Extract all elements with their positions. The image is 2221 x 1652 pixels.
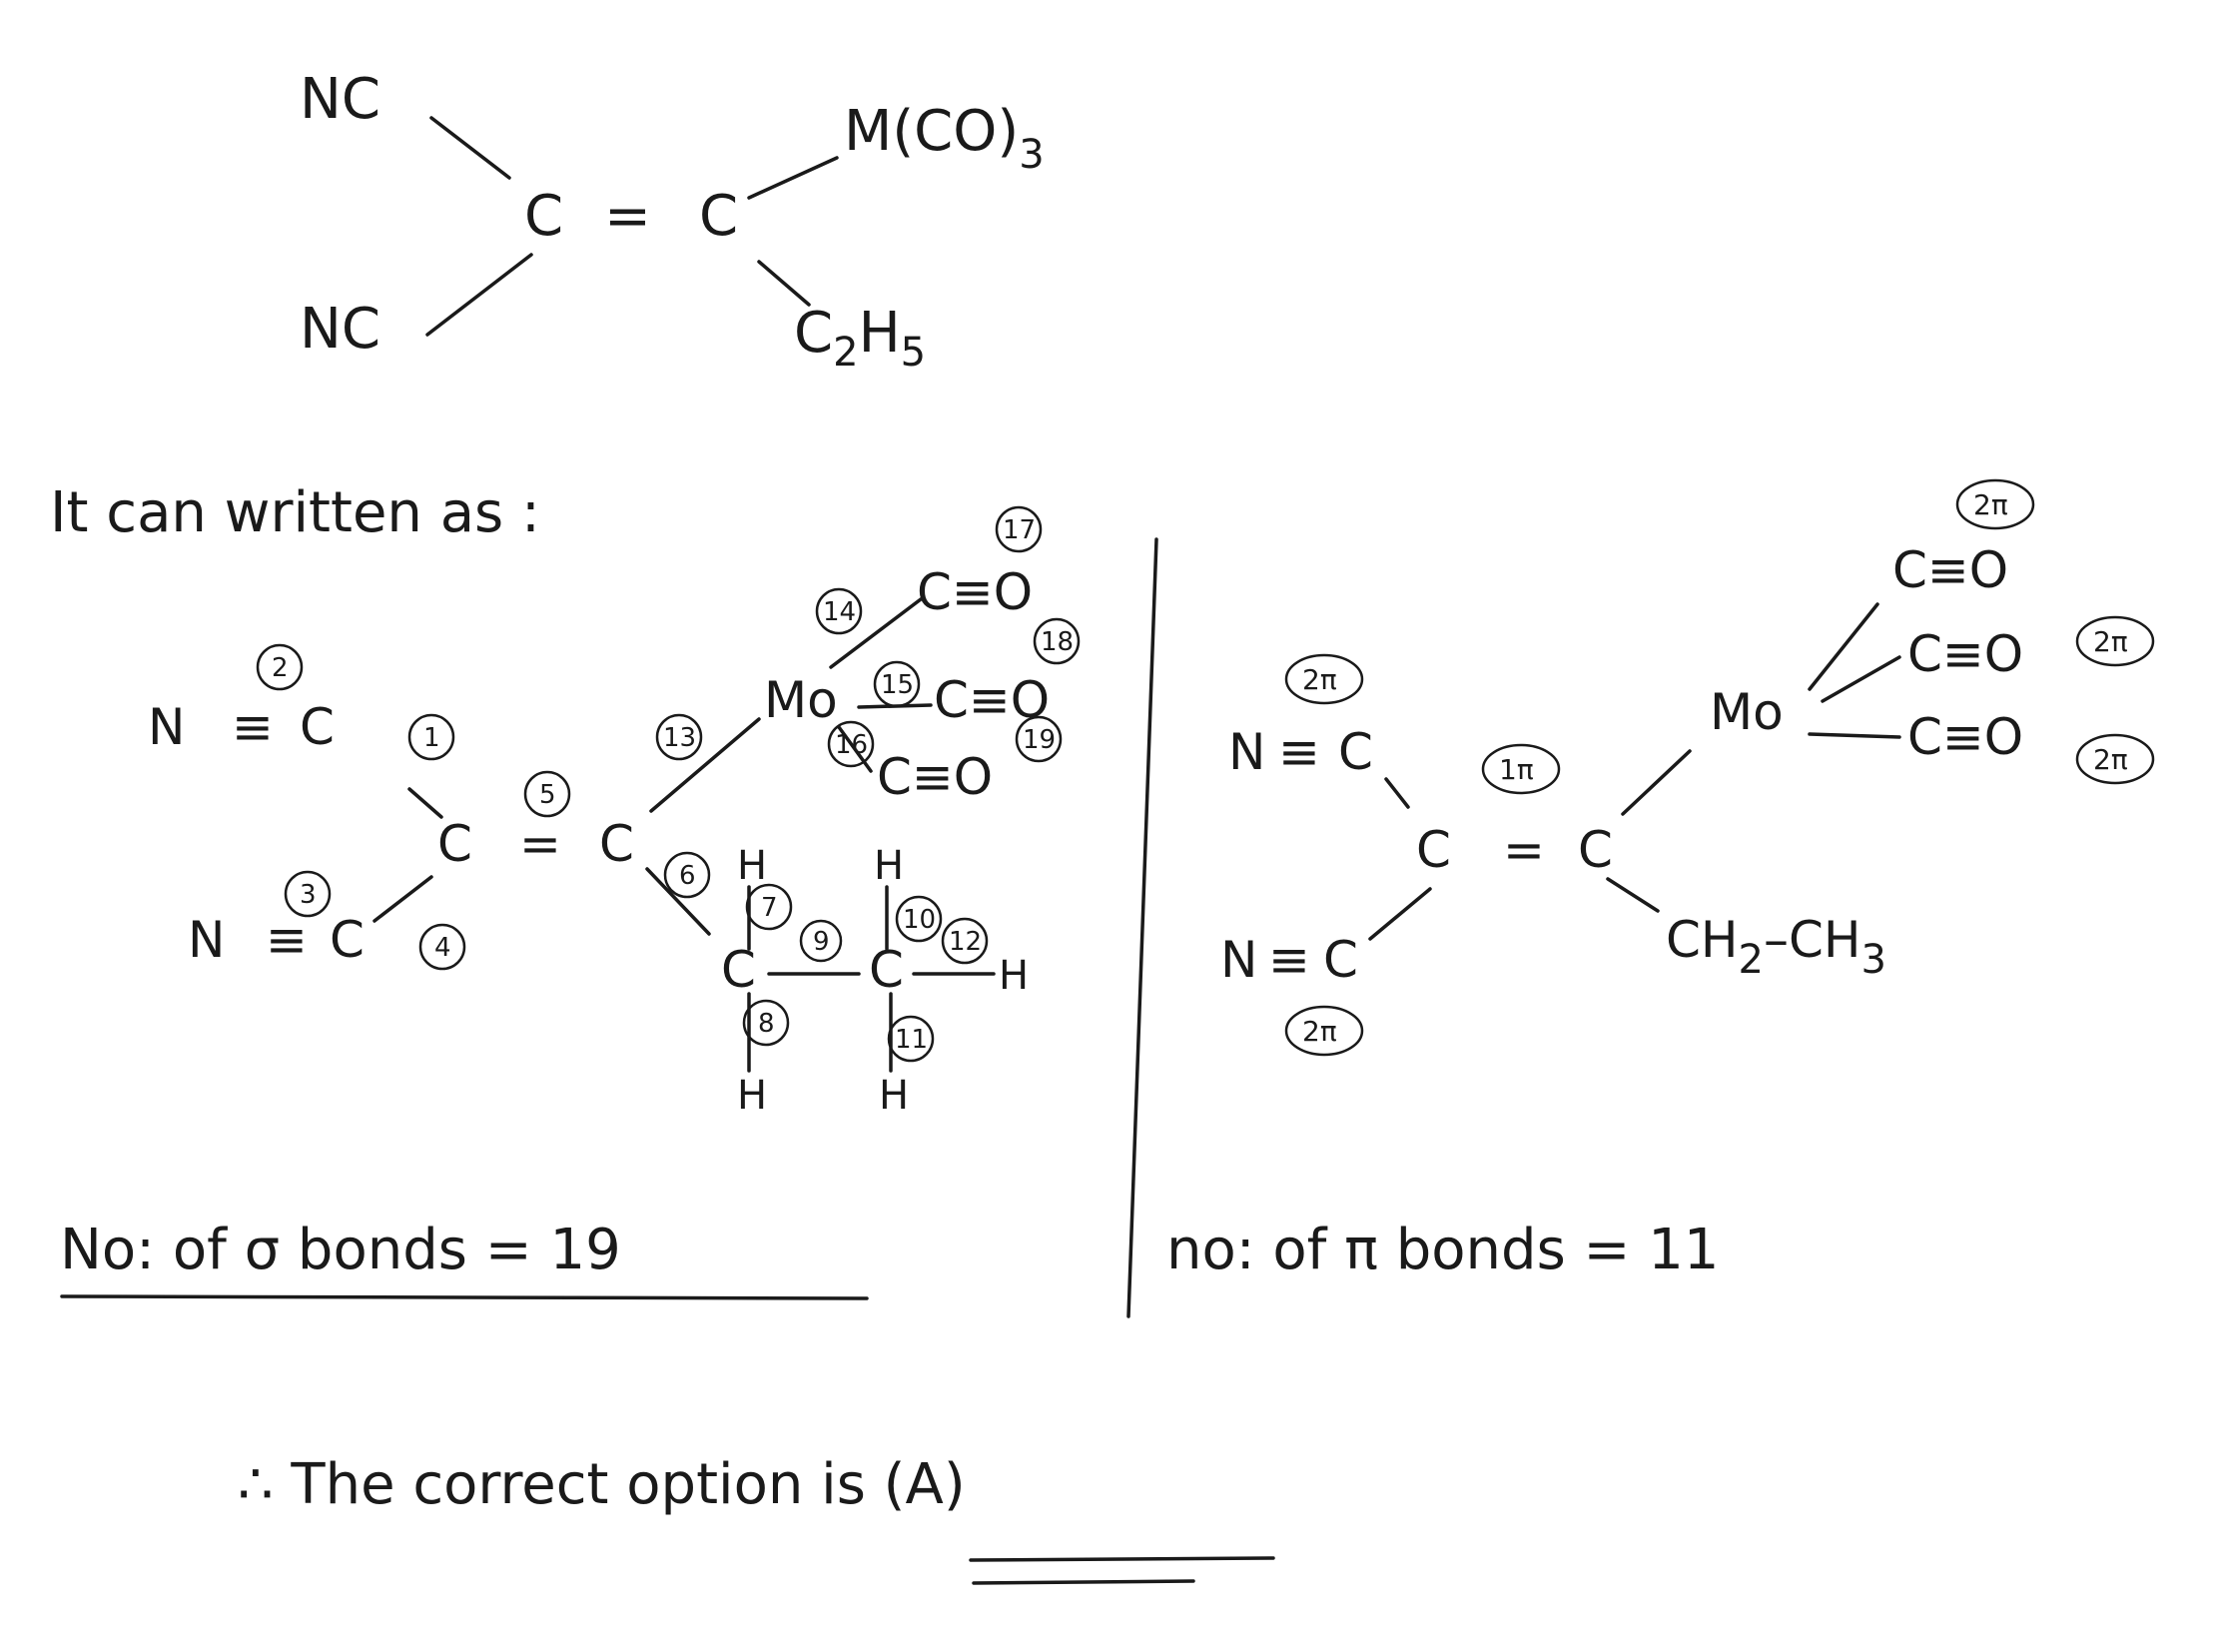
bond-number: 3	[300, 880, 317, 910]
bond-number: 4	[434, 933, 451, 963]
sigma-h-bot2: H	[879, 1073, 909, 1119]
pi-triple1: ≡	[1278, 723, 1320, 781]
bond-number: 9	[813, 927, 830, 957]
pi-bond-result: no: of π bonds = 11	[1166, 1218, 1720, 1282]
bond-number: 2	[272, 653, 289, 683]
bond-number: 1	[423, 723, 440, 753]
pi-ca: C	[1416, 821, 1451, 879]
sigma-cb: C	[599, 815, 634, 873]
bond-number: 6	[679, 861, 696, 891]
nc-bottom-label: NC	[300, 297, 380, 362]
pi-bond-mo-co2	[1821, 655, 1901, 703]
sigma-co1: C≡O	[917, 563, 1033, 621]
pi-label-co-mid: 2π	[2093, 625, 2128, 658]
sigma-ca: C	[437, 815, 472, 873]
pi-co3: C≡O	[1907, 708, 2023, 766]
pi-co1: C≡O	[1892, 541, 2008, 599]
bond-nc-top	[429, 116, 511, 180]
pi-mo: Mo	[1710, 683, 1784, 741]
pi-double: =	[1503, 821, 1545, 879]
bond-number: 19	[1023, 725, 1056, 755]
pi-bond-count-markers: 2π 2π 1π 2π 2π 2π	[1284, 478, 2155, 1057]
sigma-ch2: C	[869, 941, 904, 999]
sigma-mo: Mo	[764, 671, 838, 729]
nc-top-label: NC	[300, 67, 380, 132]
sigma-triple1: ≡	[232, 698, 274, 756]
top-structure: NC NC C = C M(CO)3 C2H5	[300, 67, 1045, 376]
pi-label-cc: 1π	[1499, 753, 1534, 786]
bond-number: 8	[758, 1009, 775, 1039]
sigma-bond-diagram: N ≡ C N ≡ C C = C Mo C≡O C≡O C≡O H H C C…	[148, 505, 1081, 1119]
sigma-h-top1: H	[737, 843, 767, 889]
divider-line	[1126, 537, 1158, 1318]
sigma-h-top2: H	[874, 843, 904, 889]
bond-number: 18	[1041, 627, 1074, 657]
sigma-bond-c1-ca	[407, 787, 443, 819]
pi-triple2: ≡	[1268, 931, 1310, 989]
sigma-h-bot1: H	[737, 1073, 767, 1119]
alkene-double-bond: =	[604, 184, 651, 249]
pi-label-co-top: 2π	[1973, 488, 2008, 521]
bond-number: 11	[895, 1025, 928, 1055]
intro-text: It can written as :	[50, 480, 540, 545]
alkene-carbon-left: C	[524, 184, 563, 249]
sigma-bond-number-markers: 1 2 3 4 5 6 7 8 9 10 11 12 13 14 15 16 1…	[256, 505, 1081, 1063]
pi-label-co-bottom: 2π	[2093, 743, 2128, 776]
bond-number: 12	[949, 927, 982, 957]
sigma-bond-cb-ch1	[645, 867, 711, 936]
bond-number: 5	[539, 780, 556, 810]
sigma-result-underline	[60, 1294, 869, 1300]
sigma-bond-mo-co3	[837, 725, 873, 773]
conclusion-underline-1	[969, 1556, 1275, 1562]
conclusion-underline-2	[972, 1579, 1195, 1585]
pi-n2: N	[1220, 931, 1257, 989]
sigma-bond-c2-ca	[372, 875, 433, 923]
sigma-h-right: H	[999, 953, 1029, 999]
sigma-bond-mo-co1	[829, 597, 923, 669]
bond-number: 7	[761, 893, 778, 923]
pi-bond-mo-co1	[1808, 602, 1879, 691]
pi-n1: N	[1228, 723, 1265, 781]
sigma-bond-cb-mo	[649, 717, 761, 813]
pi-c1: C	[1338, 723, 1373, 781]
bond-number: 15	[881, 670, 914, 700]
sigma-double: =	[519, 815, 561, 873]
sigma-n2: N	[188, 911, 225, 969]
bond-ethyl	[757, 260, 811, 307]
pi-bond-diagram: N ≡ C N ≡ C C = C Mo C≡O C≡O C≡O CH2–CH3…	[1220, 478, 2155, 1057]
sigma-co3: C≡O	[877, 748, 993, 806]
sigma-bond-result: No: of σ bonds = 19	[60, 1218, 621, 1282]
pi-c2: C	[1323, 931, 1358, 989]
sigma-c1: C	[300, 698, 335, 756]
bond-number: 16	[835, 730, 868, 760]
bond-number: 10	[903, 905, 936, 935]
bond-number: 13	[663, 723, 696, 753]
sigma-triple2: ≡	[266, 911, 308, 969]
bond-number: 14	[823, 597, 856, 627]
pi-label-cn-bottom: 2π	[1302, 1015, 1337, 1048]
conclusion-text: ∴ The correct option is (A)	[238, 1452, 966, 1517]
pi-bond-cb-ethyl	[1606, 877, 1660, 913]
pi-bond-cb-mo	[1621, 749, 1692, 816]
pi-co2: C≡O	[1907, 625, 2023, 683]
pi-bond-c2-ca	[1368, 887, 1432, 941]
sigma-ch1: C	[721, 941, 756, 999]
bond-metal	[747, 156, 839, 200]
pi-bond-c1-ca	[1384, 777, 1410, 809]
pi-ethyl-group: CH2–CH3	[1666, 911, 1886, 983]
pi-label-cn-top: 2π	[1302, 663, 1337, 696]
sigma-n1: N	[148, 698, 185, 756]
ethyl-group: C2H5	[794, 301, 926, 376]
pi-bond-mo-co3	[1808, 732, 1901, 739]
pi-cb: C	[1578, 821, 1613, 879]
sigma-co2: C≡O	[934, 671, 1050, 729]
sigma-c2: C	[330, 911, 365, 969]
alkene-carbon-right: C	[699, 184, 738, 249]
metal-carbonyl-group: M(CO)3	[844, 99, 1045, 178]
bond-nc-bottom	[425, 253, 533, 337]
bond-number: 17	[1003, 515, 1036, 545]
